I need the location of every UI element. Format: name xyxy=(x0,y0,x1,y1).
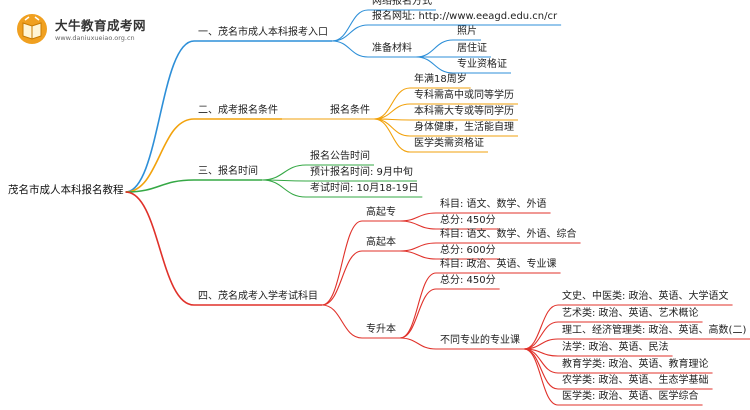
connector-3-0 xyxy=(321,220,363,306)
mindmap-node-0-0: 网络报名方式 xyxy=(372,0,432,7)
mindmap-node-3-2-1: 总分: 450分 xyxy=(440,275,496,286)
mindmap-node-2-1: 预计报名时间: 9月中旬 xyxy=(310,167,413,178)
mindmap-node-3: 四、茂名成考入学考试科目 xyxy=(198,291,318,302)
mindmap-node-2-2: 考试时间: 10月18-19日 xyxy=(310,183,419,194)
connector-0-1 xyxy=(331,24,369,42)
mindmap-node-0-1: 报名网址: http://www.eeagd.edu.cn/cr xyxy=(372,11,558,22)
mindmap-node-1-0: 报名条件 xyxy=(330,105,370,116)
mindmap-node-3-2-2-3: 法学: 政治、英语、民法 xyxy=(562,342,669,353)
connector-1 xyxy=(125,118,195,193)
connector-2-2 xyxy=(261,179,307,198)
connector-1-0-1 xyxy=(373,103,411,120)
connector-1-0-4 xyxy=(373,118,411,153)
mindmap-node-3-1-1: 总分: 600分 xyxy=(440,245,496,256)
mindmap-node-0-2-2: 专业资格证 xyxy=(457,59,507,70)
mindmap-node-3-2-2-4: 教育学类: 政治、英语、教育理论 xyxy=(562,359,709,370)
connector-3-2-2 xyxy=(399,337,437,350)
mindmap-node-2: 三、报名时间 xyxy=(198,166,258,177)
mindmap-node-3-0-1: 总分: 450分 xyxy=(440,215,496,226)
mindmap-node-3-2-2-0: 文史、中医类: 政治、英语、大学语文 xyxy=(562,291,729,302)
mindmap-node-3-0-0: 科目: 语文、数学、外语 xyxy=(440,199,547,210)
logo-title: 大牛教育成考网 xyxy=(55,18,147,33)
mindmap-node-3-0: 高起专 xyxy=(366,207,396,218)
mindmap-node-3-2-2-1: 艺术类: 政治、英语、艺术概论 xyxy=(562,308,699,319)
connector-3-1 xyxy=(321,250,363,306)
connector-0-2-0 xyxy=(415,39,454,58)
mindmap-node-2-0: 报名公告时间 xyxy=(310,151,370,162)
mindmap-node-0-2-0: 照片 xyxy=(457,26,477,37)
connector-3-1-1 xyxy=(399,250,437,260)
mindmap-node-3-2-2-6: 医学类: 政治、英语、医学综合 xyxy=(562,391,699,402)
connector-2-0 xyxy=(261,164,307,181)
logo-url: www.daniuxueiao.org.cn xyxy=(55,34,135,42)
connector-3-2-0 xyxy=(399,272,437,339)
connector-3-2-2-6 xyxy=(523,348,559,406)
connector-3-0-1 xyxy=(399,220,437,230)
mindmap-node-3-2: 专升本 xyxy=(366,324,396,335)
connector-3-2-1 xyxy=(399,288,437,339)
mindmap-node-1-0-4: 医学类需资格证 xyxy=(414,138,484,149)
mindmap-node-3-1-0: 科目: 语文、数学、外语、综合 xyxy=(440,229,577,240)
connector-1-0-0 xyxy=(373,87,411,120)
connector-3-2-2-5 xyxy=(523,348,559,390)
mindmap-node-0-2: 准备材料 xyxy=(372,43,412,54)
mindmap-node-3-2-2-5: 农学类: 政治、英语、生态学基础 xyxy=(562,375,709,386)
connector-3-2 xyxy=(321,304,363,339)
connector-1-0-3 xyxy=(373,118,411,137)
connector-0-2-2 xyxy=(415,56,454,74)
root-node: 茂名市成人本科报名教程 xyxy=(8,184,124,196)
mindmap-node-3-2-0: 科目: 政治、英语、专业课 xyxy=(440,259,557,270)
mindmap-node-3-2-2: 不同专业的专业课 xyxy=(440,335,520,346)
connector-3-0-0 xyxy=(399,212,437,222)
book-logo-icon xyxy=(17,14,47,44)
mindmap-node-1-0-2: 本科需大专或等同学历 xyxy=(414,106,514,117)
mindmap-node-1: 二、成考报名条件 xyxy=(198,105,278,116)
mindmap-node-0: 一、茂名市成人本科报考入口 xyxy=(198,27,328,38)
mindmap-node-1-0-3: 身体健康，生活能自理 xyxy=(414,122,514,133)
connector-3-2-2-0 xyxy=(523,304,559,350)
mindmap-node-1-0-1: 专科需高中或同等学历 xyxy=(414,90,514,101)
connector-3-1-0 xyxy=(399,242,437,252)
connector-2 xyxy=(125,179,195,193)
mindmap-node-0-2-1: 居住证 xyxy=(457,43,487,54)
mindmap-node-3-2-2-2: 理工、经济管理类: 政治、英语、高数(二) xyxy=(562,325,747,336)
mindmap-node-3-1: 高起本 xyxy=(366,237,396,248)
site-logo[interactable]: 大牛教育成考网 www.daniuxueiao.org.cn xyxy=(15,12,147,46)
connector-0-2 xyxy=(331,40,369,58)
connector-3 xyxy=(125,191,195,306)
connector-0 xyxy=(125,40,195,193)
mindmap-node-1-0-0: 年满18周岁 xyxy=(414,74,467,85)
